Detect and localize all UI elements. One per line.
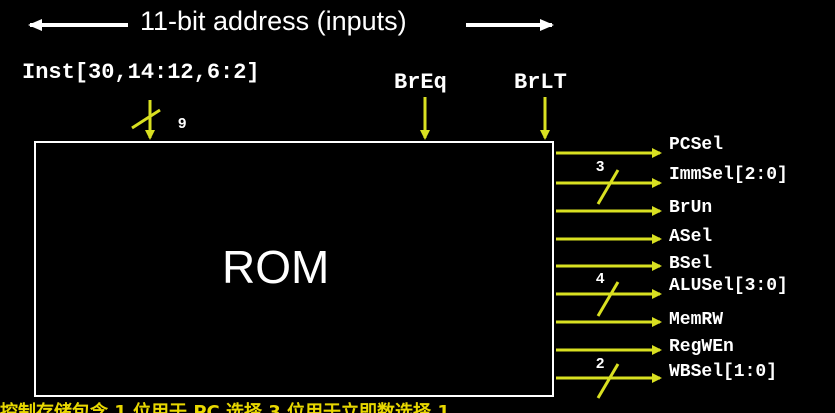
output-width-alusel: 4 <box>596 270 605 287</box>
output-label-pcsel: PCSel <box>669 135 724 155</box>
output-bus-slash-wbsel <box>596 363 620 399</box>
output-bus-slash-immsel <box>596 169 620 205</box>
input-label-brlt: BrLT <box>514 70 567 95</box>
rom-label: ROM <box>222 241 330 293</box>
output-bus-slash-alusel <box>596 281 620 317</box>
input-width-inst: 9 <box>178 115 187 132</box>
input-label-breq: BrEq <box>394 70 447 95</box>
output-label-alusel: ALUSel[3:0] <box>669 276 788 296</box>
output-label-wbsel: WBSel[1:0] <box>669 362 778 382</box>
output-label-regwen: RegWEn <box>669 337 734 357</box>
output-label-brun: BrUn <box>669 198 713 218</box>
output-width-wbsel: 2 <box>596 355 605 372</box>
subtitle-caption: 控制存储包含 1 位用于 PC 选择 3 位用于立即数选择 1 <box>0 402 450 413</box>
address-label: 11-bit address (inputs) <box>140 6 407 36</box>
input-bus-slash-inst <box>131 108 161 130</box>
output-label-memrw: MemRW <box>669 310 724 330</box>
input-label-inst: Inst[30,14:12,6:2] <box>22 60 260 85</box>
output-label-asel: ASel <box>669 227 713 247</box>
output-label-immsel: ImmSel[2:0] <box>669 165 788 185</box>
output-width-immsel: 3 <box>596 158 605 175</box>
rom-block <box>34 141 554 397</box>
output-label-bsel: BSel <box>669 254 713 274</box>
